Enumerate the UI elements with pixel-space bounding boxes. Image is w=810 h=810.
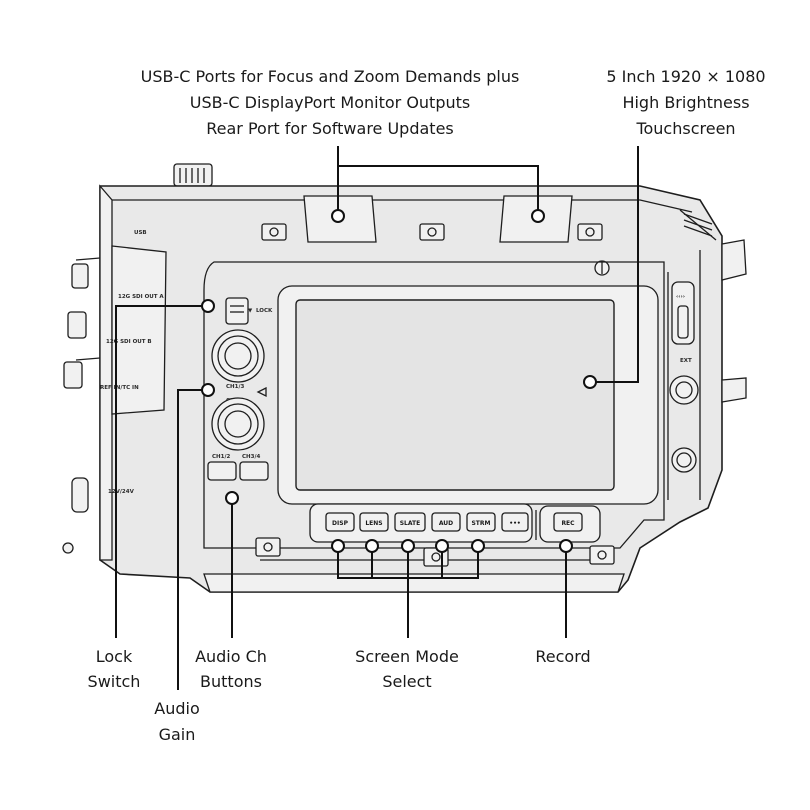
label-sdi-a: 12G SDI OUT A [118, 294, 164, 300]
label-ch34-btn: CH3/4 [242, 454, 260, 460]
top-screws [261, 223, 610, 276]
leader-lines [115, 146, 639, 690]
svg-text:•••: ••• [509, 520, 521, 527]
strm-button[interactable]: STRM [466, 512, 496, 532]
touchscreen [295, 299, 615, 491]
rec-button[interactable]: REC [553, 512, 583, 532]
label-power: 12V/24V [108, 489, 135, 495]
leader-lock-switch [115, 305, 208, 638]
svg-text:STRM: STRM [471, 520, 490, 527]
dot-lens [365, 539, 379, 553]
callout-screen-mode-select: Screen Mode Select [355, 647, 459, 691]
audio-ch34-button[interactable] [239, 461, 269, 481]
callout-touch-line1: 5 Inch 1920 × 1080 [606, 67, 765, 86]
audio-ch12-button[interactable] [207, 461, 237, 481]
callout-lock-switch: Lock Switch [88, 647, 141, 691]
callout-screenmode-line2: Select [382, 672, 431, 691]
leader-touchscreen [590, 146, 639, 383]
lens-button[interactable]: LENS [359, 512, 389, 532]
more-button[interactable]: ••• [501, 512, 529, 532]
svg-text:AUD: AUD [439, 520, 453, 527]
dot-aud [435, 539, 449, 553]
dot-usb-left [331, 209, 345, 223]
disp-button[interactable]: DISP [325, 512, 355, 532]
callout-dots [201, 209, 597, 553]
dot-slate [401, 539, 415, 553]
callout-usb-line1: USB-C Ports for Focus and Zoom Demands p… [141, 67, 520, 86]
dot-usb-right [531, 209, 545, 223]
dot-disp [331, 539, 345, 553]
callout-audioch-line2: Buttons [200, 672, 262, 691]
callout-touch-line2: High Brightness [622, 93, 749, 112]
callout-audio-gain: Audio Gain [154, 699, 199, 744]
callout-gain-line2: Gain [159, 725, 196, 744]
label-ch12-btn: CH1/2 [212, 454, 230, 460]
callout-screenmode-line1: Screen Mode [355, 647, 459, 666]
label-usb: USB [134, 230, 147, 236]
svg-text:LENS: LENS [365, 520, 382, 527]
label-lock: LOCK [256, 308, 273, 314]
dot-audio-gain [201, 383, 215, 397]
label-ref-tc: REF IN/TC IN [100, 385, 139, 391]
leader-audio-gain [177, 389, 208, 690]
callout-usb-line2: USB-C DisplayPort Monitor Outputs [190, 93, 470, 112]
svg-text:‹‹››: ‹‹›› [676, 294, 685, 300]
audio-gain-knob-ch13[interactable] [211, 329, 265, 383]
left-side-panel [99, 184, 113, 561]
right-side-controls: ‹‹›› EXT [669, 281, 699, 473]
callout-audio-ch-buttons: Audio Ch Buttons [195, 647, 267, 691]
svg-text:▼: ▼ [248, 308, 253, 314]
callout-audioch-line1: Audio Ch [195, 647, 267, 666]
svg-text:SLATE: SLATE [400, 520, 421, 527]
callout-usb-ports: USB-C Ports for Focus and Zoom Demands p… [141, 67, 520, 138]
callout-gain-line1: Audio [154, 699, 199, 718]
dot-strm [471, 539, 485, 553]
leader-screen-mode [337, 546, 479, 638]
camera-body: USB 12G SDI OUT A 12G SDI OUT B REF IN/T… [62, 163, 747, 593]
dot-touchscreen [583, 375, 597, 389]
svg-text:DISP: DISP [332, 520, 349, 527]
bnc-connectors [62, 263, 89, 554]
callout-record: Record [535, 647, 590, 666]
callout-record-line1: Record [535, 647, 590, 666]
label-sdi-b: 12G SDI OUT B [106, 339, 152, 345]
label-ext: EXT [680, 358, 692, 364]
callout-touchscreen: 5 Inch 1920 × 1080 High Brightness Touch… [606, 67, 765, 138]
dot-lock-switch [201, 299, 215, 313]
label-ch13: CH1/3 [226, 384, 244, 390]
leader-usb-ports [337, 146, 539, 216]
callout-touch-line3: Touchscreen [635, 119, 735, 138]
dot-audio-ch-buttons [225, 491, 239, 505]
callout-lock-line1: Lock [96, 647, 133, 666]
svg-text:REC: REC [561, 520, 575, 527]
slate-button[interactable]: SLATE [394, 512, 426, 532]
audio-gain-knob-ch24[interactable] [211, 397, 265, 451]
lock-switch[interactable]: ▼ LOCK [225, 297, 273, 325]
dot-record [559, 539, 573, 553]
aud-button[interactable]: AUD [431, 512, 461, 532]
callout-usb-line3: Rear Port for Software Updates [206, 119, 454, 138]
callout-lock-line2: Switch [88, 672, 141, 691]
